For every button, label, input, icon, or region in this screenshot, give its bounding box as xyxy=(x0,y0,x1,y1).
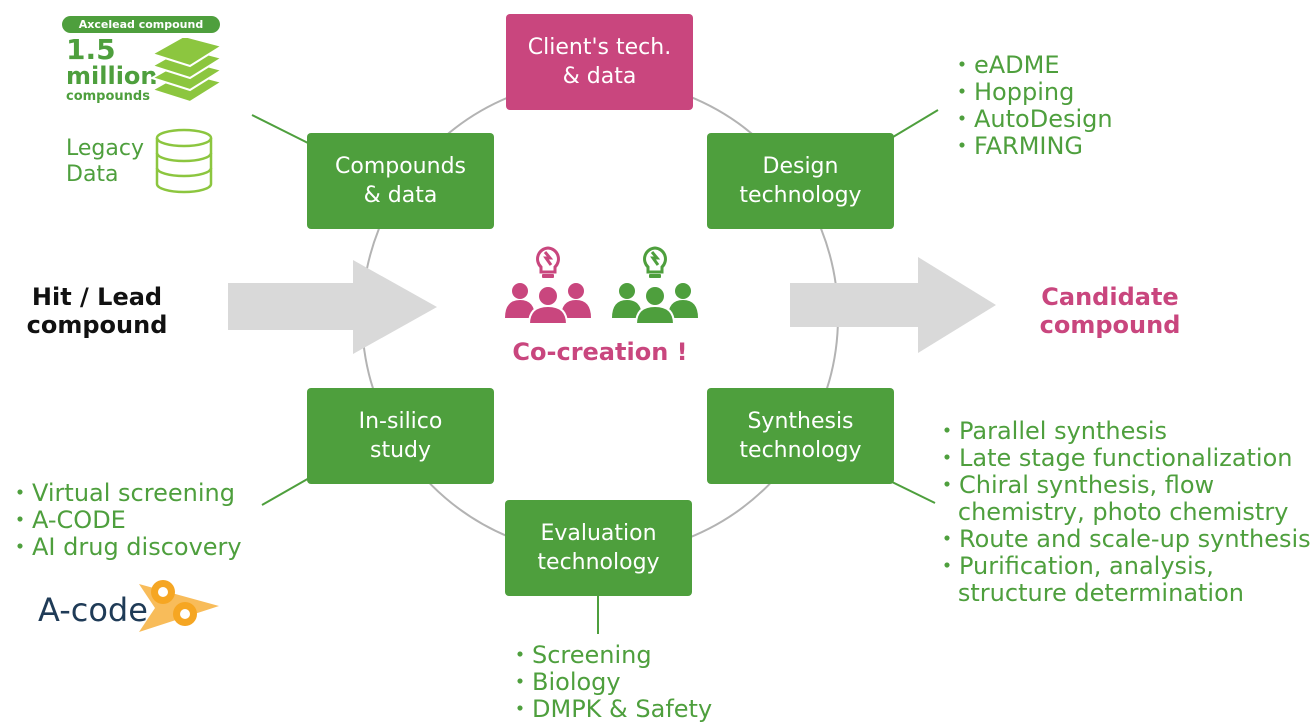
synthesis-technology-box: Synthesis technology xyxy=(707,388,894,484)
list-item: Biology xyxy=(508,669,712,696)
list-item: chemistry, photo chemistry xyxy=(957,498,1289,526)
design-technology-box: Design technology xyxy=(707,133,894,229)
hit-lead-label: Hit / Lead compound xyxy=(26,283,168,339)
list-item: structure determination xyxy=(957,579,1244,607)
acode-logo: A-code xyxy=(38,580,219,642)
list-item: Hopping xyxy=(950,79,1113,106)
list-item: Chiral synthesis, flow xyxy=(935,472,1310,499)
list-item: Late stage functionalization xyxy=(935,445,1310,472)
candidate-label: Candidate compound xyxy=(1039,283,1181,339)
client-tech-box: Client's tech. & data xyxy=(506,14,693,110)
list-item: FARMING xyxy=(950,133,1113,160)
design-list: eADME Hopping AutoDesign FARMING xyxy=(950,52,1113,160)
database-icon xyxy=(155,128,213,194)
insilico-list: Virtual screening A-CODE AI drug discove… xyxy=(8,480,242,561)
output-arrow xyxy=(790,257,996,353)
evaluation-technology-box: Evaluation technology xyxy=(505,500,692,596)
library-sub: compounds xyxy=(66,89,150,104)
legacy-label: Legacy Data xyxy=(66,136,144,187)
gear-arrow-icon xyxy=(139,580,219,632)
compounds-data-box: Compounds & data xyxy=(307,133,494,229)
library-count: 1.5 xyxy=(66,33,116,66)
team-idea-icon xyxy=(612,246,698,324)
list-item: DMPK & Safety xyxy=(508,696,712,723)
book-stack-icon xyxy=(149,38,225,104)
list-item: Purification, analysis, xyxy=(935,553,1310,580)
list-item: eADME xyxy=(950,52,1113,79)
synthesis-list: Parallel synthesis Late stage functional… xyxy=(935,418,1310,607)
list-item: Screening xyxy=(508,642,712,669)
team-idea-icon xyxy=(505,246,591,324)
list-item: AI drug discovery xyxy=(8,534,242,561)
co-creation-label: Co-creation ! xyxy=(512,338,688,366)
library-unit: million xyxy=(66,62,158,90)
list-item: AutoDesign xyxy=(950,106,1113,133)
connector-synthesis xyxy=(887,479,936,504)
acode-logo-text: A-code xyxy=(38,591,148,629)
insilico-study-box: In-silico study xyxy=(307,388,494,484)
input-arrow xyxy=(228,260,437,354)
list-item: A-CODE xyxy=(8,507,242,534)
library-badge: Axcelead compound library xyxy=(62,16,220,48)
list-item: Parallel synthesis xyxy=(935,418,1310,445)
list-item: Route and scale-up synthesis xyxy=(935,526,1310,553)
list-item: Virtual screening xyxy=(8,480,242,507)
connector-design xyxy=(892,109,939,138)
evaluation-list: Screening Biology DMPK & Safety xyxy=(508,642,712,723)
